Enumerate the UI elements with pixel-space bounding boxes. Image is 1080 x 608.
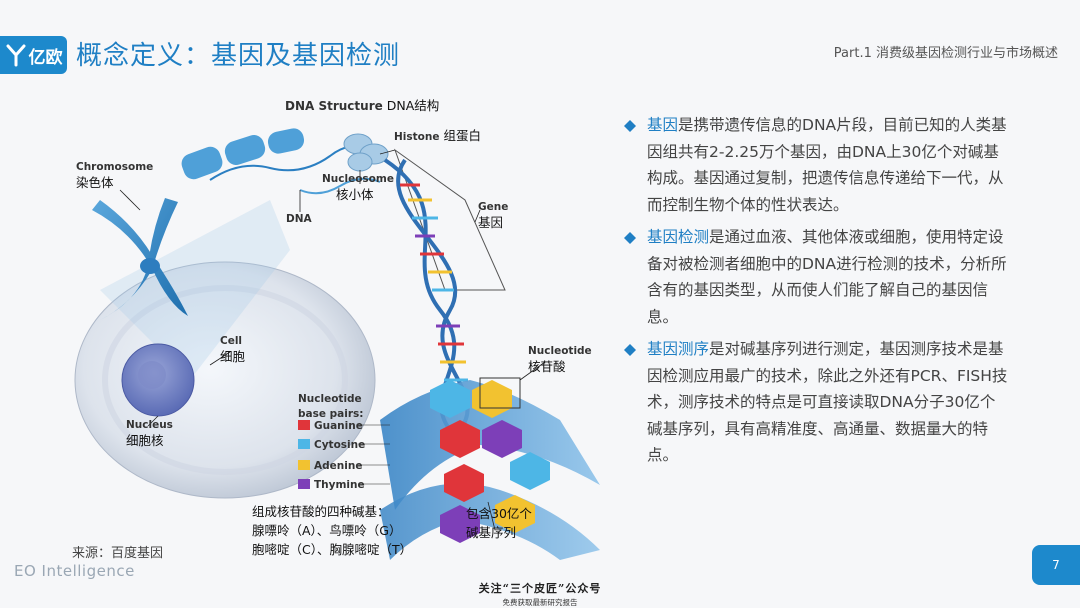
header: 亿欧 概念定义：基因及基因检测 Part.1 消费级基因检测行业与市场概述 <box>0 0 1080 100</box>
diamond-bullet-icon <box>624 344 636 356</box>
bullet-text: 是通过血液、其他体液或细胞，使用特定设备对被检测者细胞中的DNA进行检测的技术，… <box>647 228 1007 326</box>
bullet-keyword: 基因测序 <box>647 340 710 358</box>
label-histone: Histone 组蛋白 <box>394 128 481 143</box>
legend-swatch-cytosine <box>298 439 310 449</box>
bullet-keyword: 基因检测 <box>647 228 710 246</box>
bases-caption: 组成核苷酸的四种碱基： 腺嘌呤（A）、鸟嘌呤（G） 胞嘧啶（C）、胸腺嘧啶（T） <box>252 504 413 557</box>
footer-brand: EO Intelligence <box>14 562 135 580</box>
legend-title: Nucleotide base pairs: <box>298 393 364 420</box>
stamp-line-1: 关注“三个皮匠”公众号 <box>478 582 602 595</box>
bullet-text: 是携带遗传信息的DNA片段，目前已知的人类基因组共有2-2.25万个基因，由DN… <box>647 116 1007 214</box>
stamp-line-2: 免费获取最新研究报告 <box>502 598 578 607</box>
bullet-gene: 基因是携带遗传信息的DNA片段，目前已知的人类基因组共有2-2.25万个基因，由… <box>624 112 1009 218</box>
page-title: 概念定义：基因及基因检测 <box>76 41 401 71</box>
bullet-text: 是对碱基序列进行测定，基因测序技术是基因检测应用最广的技术，除此之外还有PCR、… <box>647 340 1008 464</box>
nucleotide-box <box>479 377 521 409</box>
sequence-caption: 包含30亿个 碱基序列 <box>466 506 532 540</box>
legend-swatch-thymine <box>298 479 310 489</box>
legend-swatch-adenine <box>298 460 310 470</box>
label-chromosome: Chromosome 染色体 <box>76 161 154 190</box>
legend-label-adenine: Adenine <box>314 460 363 472</box>
label-dna: DNA <box>286 213 312 225</box>
bullet-gene-sequencing: 基因测序是对碱基序列进行测定，基因测序技术是基因检测应用最广的技术，除此之外还有… <box>624 336 1009 469</box>
watermark-stamp: 关注“三个皮匠”公众号 免费获取最新研究报告 <box>470 580 610 608</box>
dna-strand-thin <box>209 145 353 181</box>
label-nucleosome: Nucleosome 核小体 <box>322 173 394 202</box>
legend-label-thymine: Thymine <box>314 479 365 491</box>
chromatin-coil <box>181 128 305 180</box>
logo-text: 亿欧 <box>28 47 63 68</box>
label-gene: Gene 基因 <box>478 201 509 230</box>
logo-mark-icon <box>6 44 25 67</box>
section-label: Part.1 消费级基因检测行业与市场概述 <box>833 46 1058 61</box>
cell-inner-ring <box>102 285 348 475</box>
gene-box <box>393 148 506 291</box>
diamond-bullet-icon <box>624 232 636 244</box>
dna-illustration <box>74 128 600 560</box>
backbone-right <box>380 483 600 560</box>
diamond-bullet-icon <box>624 120 636 132</box>
label-nucleotide: Nucleotide 核苷酸 <box>528 345 592 374</box>
legend-label-cytosine: Cytosine <box>314 439 366 451</box>
diagram-title: DNA Structure DNA结构 <box>285 98 440 113</box>
bullet-keyword: 基因 <box>647 116 679 134</box>
base-pair-legend <box>298 420 390 489</box>
label-nucleus: Nucleus 细胞核 <box>126 419 173 448</box>
base-pairs-shapes <box>430 380 550 543</box>
bullet-gene-testing: 基因检测是通过血液、其他体液或细胞，使用特定设备对被检测者细胞中的DNA进行检测… <box>624 224 1009 330</box>
page-number: 7 <box>1032 545 1080 585</box>
zoom-cone <box>100 200 290 380</box>
legend-label-guanine: Guanine <box>314 420 363 432</box>
nucleosome-cluster <box>343 133 389 172</box>
chromosome <box>92 198 188 320</box>
logo: 亿欧 <box>0 36 67 74</box>
label-cell: Cell 细胞 <box>220 335 246 364</box>
definition-list: 基因是携带遗传信息的DNA片段，目前已知的人类基因组共有2-2.25万个基因，由… <box>624 112 1009 475</box>
source-note: 来源：百度基因 <box>72 546 164 561</box>
legend-swatch-guanine <box>298 420 310 430</box>
dna-structure-diagram: DNA Structure DNA结构 Chromosome 染色体 Histo… <box>40 90 620 560</box>
